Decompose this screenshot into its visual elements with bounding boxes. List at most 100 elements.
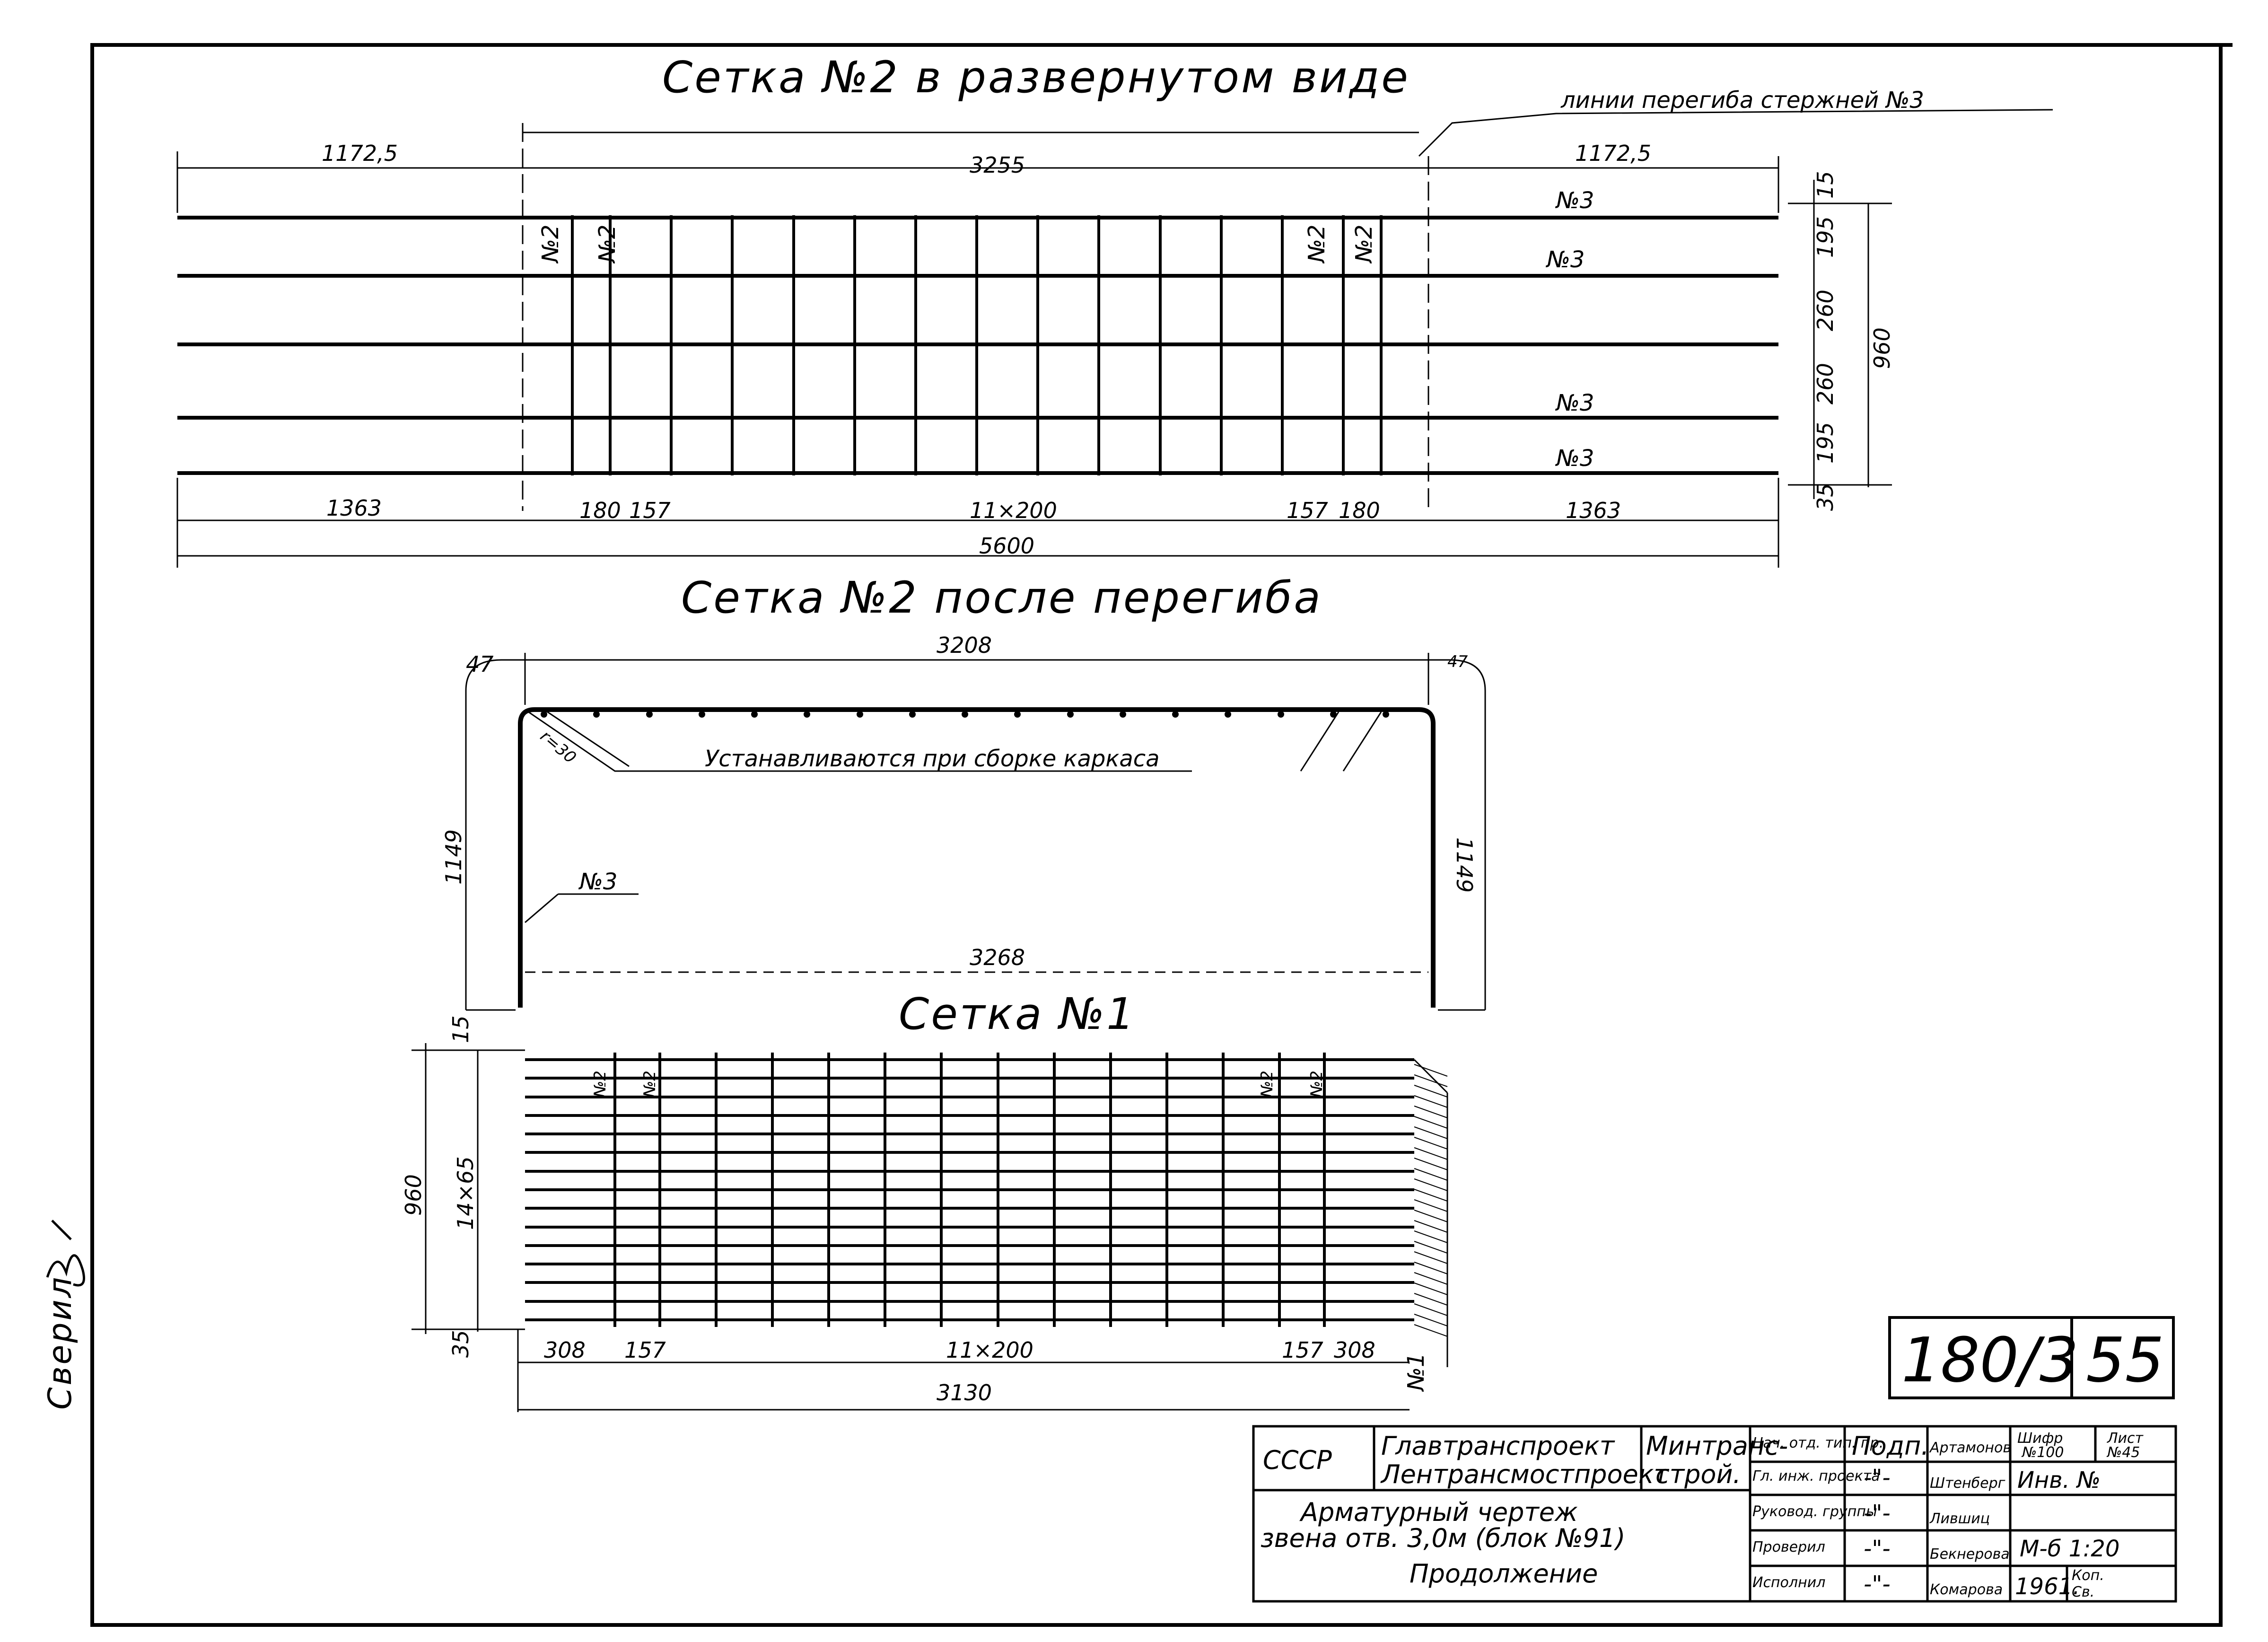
stamp-title2: звена отв. 3,0м (блок №91) (1261, 1523, 1625, 1553)
mesh1-dim-bottom-spacing: 11×200 (946, 1337, 1033, 1363)
dim-top-middle: 3255 (970, 152, 1025, 178)
bend-lines-note: линии перегиба стержней №3 (1560, 87, 1924, 114)
assembly-note: Устанавливаются при сборке каркаса (705, 746, 1160, 772)
rod-section (699, 711, 705, 718)
mesh1 (525, 1053, 1448, 1367)
dim-total-length: 5600 (979, 533, 1034, 559)
mesh1-dim-bottom-157-right: 157 (1282, 1337, 1323, 1363)
mesh1-dim-bottom-gap: 35 (448, 1330, 473, 1358)
rod-section (1014, 711, 1021, 718)
mesh1-end-hatch (1414, 1116, 1448, 1129)
stamp-role: Гл. инж. проекта (1752, 1468, 1880, 1484)
bar-label-n3: №3 (1555, 187, 1594, 214)
dim-right-195: 195 (1813, 216, 1838, 258)
mesh2-bottom-dims (176, 478, 1779, 568)
stamp-org1: Главтранспроект (1381, 1431, 1615, 1461)
stamp-sign: -"- (1864, 1536, 1891, 1562)
mesh2-bent (465, 653, 1486, 1011)
mesh1-end-hatch (1414, 1126, 1448, 1139)
stamp-name: Комарова (1930, 1581, 2003, 1598)
dim-right-195: 195 (1813, 422, 1838, 464)
mesh1-end-hatch (1414, 1178, 1448, 1191)
rod-label-n2: №2 (1351, 225, 1377, 264)
stamp-sheet: №45 (2106, 1444, 2140, 1461)
stamp-role: Проверил (1752, 1539, 1825, 1555)
rod-section (804, 711, 810, 718)
stamp-cipher: №100 (2021, 1444, 2064, 1461)
rod-section (751, 711, 758, 718)
rod-section (1225, 711, 1231, 718)
rod-label-n2: №2 (537, 225, 564, 264)
side-note-checked: Сверил (42, 1275, 79, 1410)
mesh1-end-hatch (1414, 1085, 1448, 1098)
dim-bottom-157-left: 157 (629, 498, 671, 523)
checker-signature (46, 1220, 85, 1287)
mesh1-end-hatch (1414, 1282, 1448, 1295)
mesh1-end-hatch (1414, 1137, 1448, 1150)
stamp-name: Бекнерова (1930, 1546, 2010, 1563)
rod-label-n2: №2 (594, 225, 621, 264)
rod-label-n2: №2 (1304, 225, 1330, 264)
mesh1-dim-total-height: 960 (401, 1174, 426, 1216)
mesh1-end-hatch (1414, 1158, 1448, 1170)
dim-corner-left: 47 (466, 651, 494, 677)
stamp-scale: М-б 1:20 (2020, 1536, 2119, 1562)
mesh1-rod-label-n2: №2 (1258, 1071, 1277, 1098)
rod-section (962, 711, 968, 718)
rod-section (909, 711, 916, 718)
dim-bottom-180-left: 180 (579, 498, 621, 523)
stamp-name: Лившиц (1929, 1510, 1990, 1527)
stamp-year: 1961. (2015, 1573, 2080, 1600)
mesh1-dim-bottom-157-left: 157 (624, 1337, 666, 1363)
dim-bottom-1363-left: 1363 (326, 495, 382, 521)
stamp-ministry2: строй. (1655, 1459, 1741, 1489)
stamp-title3: Продолжение (1410, 1559, 1598, 1589)
bar-label-n3: №3 (1555, 445, 1594, 472)
bar-label-n3: №3 (1555, 390, 1594, 416)
mesh1-rod-label-n2: №2 (1307, 1071, 1326, 1098)
rod-section (646, 711, 653, 718)
bend-lines-leader (1418, 109, 2053, 157)
stamp-cipher-label: Шифр (2017, 1430, 2063, 1447)
mesh1-rod-label-n2: №2 (591, 1071, 610, 1098)
stamp-role: Руковод. группы (1752, 1503, 1877, 1520)
dim-height-left: 1149 (441, 829, 466, 885)
sheet-code-page: 55 (2086, 1324, 2164, 1396)
rod-section (857, 711, 863, 718)
dim-bent-bottom: 3268 (970, 945, 1025, 970)
mesh1-end-hatch (1414, 1262, 1448, 1274)
mesh2-unfolded-title: Сетка №2 в развернутом виде (662, 52, 1410, 103)
sheet-code-box (1888, 1316, 2175, 1399)
mesh1-end-hatch (1414, 1251, 1448, 1264)
mesh2-bent-rod-sections (541, 711, 1389, 718)
sheet-frame (90, 43, 2223, 1627)
rod-section (593, 711, 600, 718)
stamp-copy2: Св. (2072, 1584, 2094, 1600)
rod-section (1383, 711, 1389, 718)
mesh1-end-hatch (1414, 1095, 1448, 1108)
dim-right-260: 260 (1813, 290, 1838, 331)
rod-section (1067, 711, 1074, 718)
dim-bottom-spacing: 11×200 (970, 498, 1057, 523)
rod-section (1330, 711, 1337, 718)
dim-top-right: 1172,5 (1575, 140, 1651, 166)
rod-section (1278, 711, 1284, 718)
mesh1-rod-label-n2: №2 (640, 1071, 659, 1098)
rod-section (541, 711, 547, 718)
stamp-country: СССР (1263, 1445, 1332, 1475)
mesh1-end-hatch (1414, 1189, 1448, 1202)
rod-section (1172, 711, 1179, 718)
stamp-sign: -"- (1864, 1571, 1891, 1598)
mesh2-top-dims (176, 132, 1779, 213)
stamp-copy1: Коп. (2072, 1567, 2104, 1584)
stamp-role: Нач. отд. тип. пр. (1752, 1435, 1883, 1451)
mesh1-dim-total-length: 3130 (937, 1380, 992, 1405)
mesh1-end-hatch (1414, 1168, 1448, 1181)
mesh1-end-hatch (1414, 1230, 1448, 1243)
mesh1-end-hatch (1414, 1303, 1448, 1316)
mesh1-dim-top-gap: 15 (448, 1015, 473, 1043)
mesh2-right-dims (1788, 180, 1892, 499)
mesh1-end-hatch (1414, 1147, 1448, 1160)
dim-height-right: 1149 (1452, 837, 1477, 893)
